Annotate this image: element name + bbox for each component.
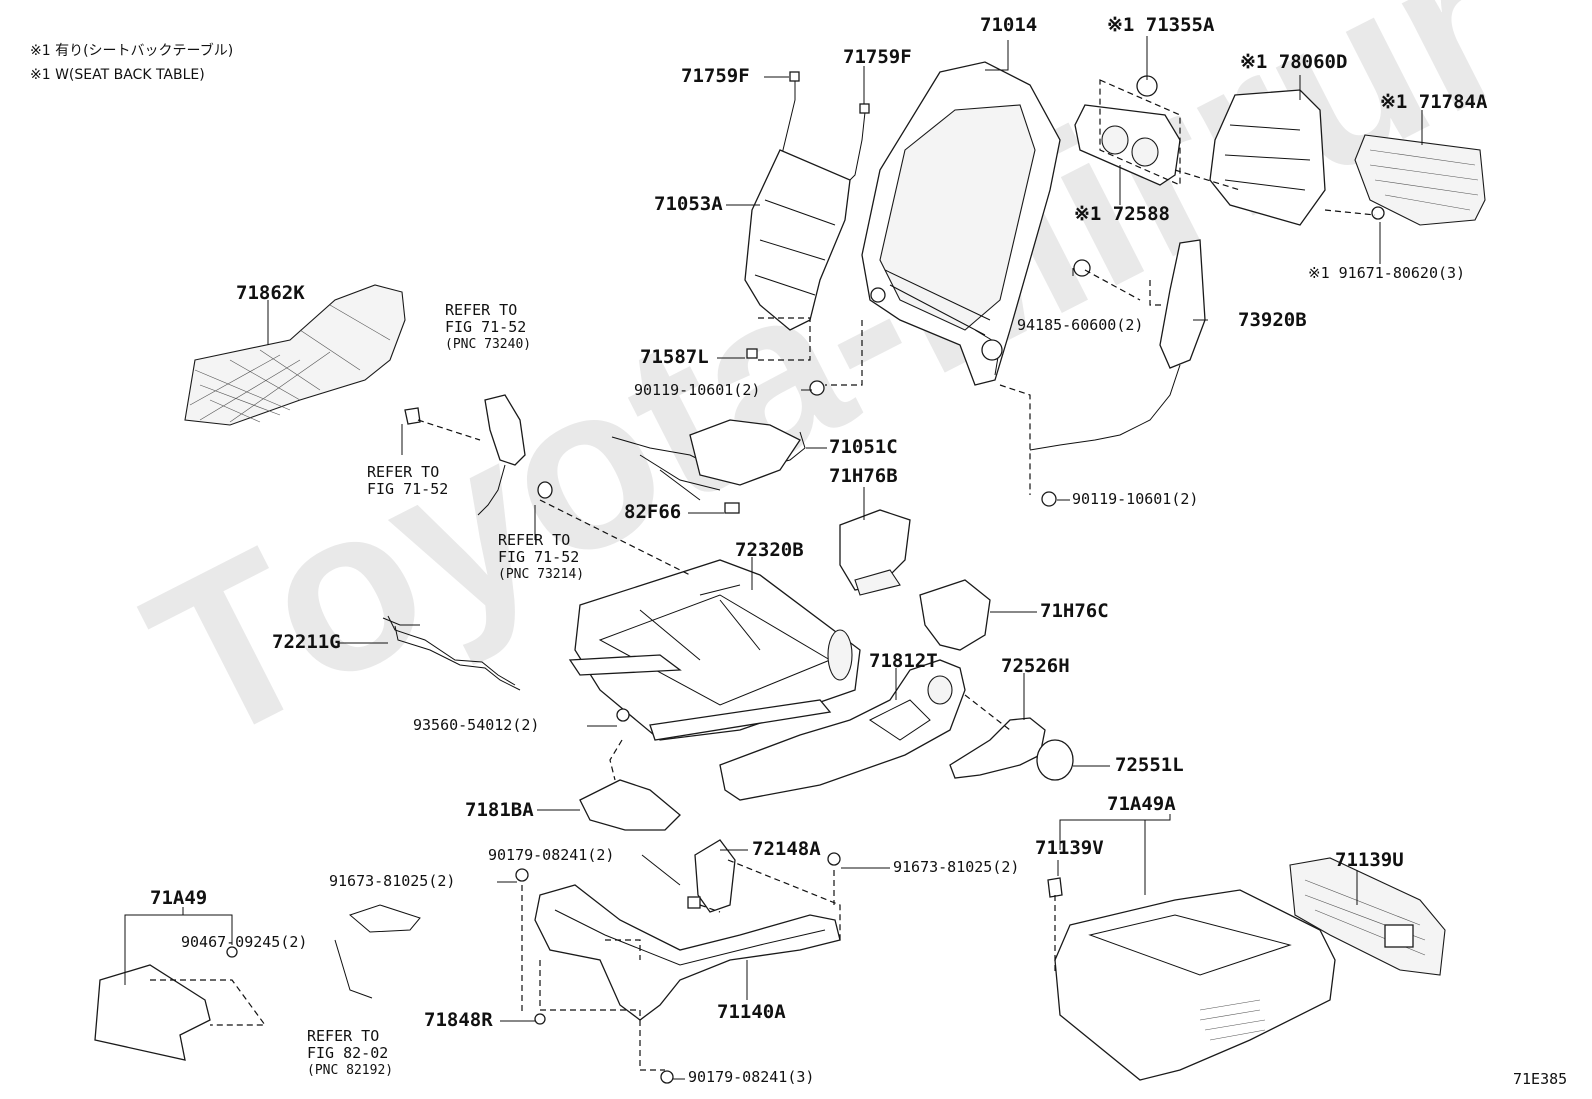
refer-line: FIG 82-02	[307, 1044, 389, 1062]
part-label-71355A[interactable]: ※1 71355A	[1107, 14, 1215, 36]
refer-note-fig-71-52-pnc-73214[interactable]: REFER TO FIG 71-52 (PNC 73214)	[498, 532, 584, 583]
refer-note-fig-71-52-pnc-73240[interactable]: REFER TO FIG 71-52 (PNC 73240)	[445, 302, 531, 353]
refer-line: (PNC 73240)	[445, 337, 532, 352]
leader-lines	[124, 36, 1423, 1080]
side-shield-71812T-drawing	[719, 659, 966, 801]
part-label-71587L[interactable]: 71587L	[640, 346, 709, 368]
part-label-78060D[interactable]: ※1 78060D	[1240, 51, 1348, 73]
bracket-7181BA-drawing	[579, 708, 681, 831]
refer-note-fig-82-02-pnc-82192[interactable]: REFER TO FIG 82-02 (PNC 82192)	[307, 1028, 393, 1079]
part-label-91673-81025-right[interactable]: 91673-81025(2)	[893, 858, 1020, 876]
part-label-91671-80620[interactable]: ※1 91671-80620(3)	[1308, 264, 1466, 282]
refer-line: FIG 71-52	[367, 480, 449, 498]
part-label-71A49[interactable]: 71A49	[150, 887, 208, 909]
refer-line: (PNC 82192)	[307, 1063, 394, 1078]
cover-71862K-drawing	[184, 284, 406, 426]
refer-line: REFER TO	[445, 301, 518, 319]
part-label-71862K[interactable]: 71862K	[236, 282, 305, 304]
part-label-93560-54012[interactable]: 93560-54012(2)	[413, 716, 540, 734]
part-label-71139V[interactable]: 71139V	[1035, 837, 1104, 859]
part-label-71139U[interactable]: 71139U	[1335, 849, 1404, 871]
refer-line: FIG 71-52	[445, 318, 527, 336]
refer-note-fig-71-52[interactable]: REFER TO FIG 71-52	[367, 464, 448, 498]
bracket-72148A-drawing	[687, 839, 736, 913]
buckle-drawing	[404, 394, 553, 516]
cushion-frame-drawing	[568, 559, 861, 741]
harness-71051C-drawing	[611, 419, 806, 514]
part-label-71H76C[interactable]: 71H76C	[1040, 600, 1109, 622]
part-label-90179-08241-lower[interactable]: 90179-08241(3)	[688, 1068, 815, 1086]
seat-back-table-drawing	[1074, 75, 1486, 226]
airbag-73920B-drawing	[1029, 239, 1206, 451]
part-label-90119-10601-upper[interactable]: 90119-10601(2)	[634, 381, 761, 399]
part-label-72148A[interactable]: 72148A	[752, 838, 821, 860]
part-label-71759F-right[interactable]: 71759F	[843, 46, 912, 68]
part-label-73920B[interactable]: 73920B	[1238, 309, 1307, 331]
frame-wire-drawing	[744, 71, 870, 359]
part-label-71784A[interactable]: ※1 71784A	[1380, 91, 1488, 113]
base-frame-71140A-drawing	[534, 884, 841, 1021]
cover-71139U-drawing	[1289, 857, 1446, 976]
part-label-71759F-left[interactable]: 71759F	[681, 65, 750, 87]
knob-drawing	[949, 717, 1074, 781]
refer-line: FIG 71-52	[498, 548, 580, 566]
part-label-72320B[interactable]: 72320B	[735, 539, 804, 561]
part-label-90467-09245[interactable]: 90467-09245(2)	[181, 933, 308, 951]
refer-line: (PNC 73214)	[498, 567, 585, 582]
part-label-90179-08241-upper[interactable]: 90179-08241(2)	[488, 846, 615, 864]
rod-72211G-drawing	[382, 615, 521, 691]
part-label-71A49A[interactable]: 71A49A	[1107, 793, 1176, 815]
part-label-90119-10601-lower[interactable]: 90119-10601(2)	[1072, 490, 1199, 508]
part-label-94185-60600[interactable]: 94185-60600(2)	[1017, 316, 1144, 334]
part-label-72526H[interactable]: 72526H	[1001, 655, 1070, 677]
part-label-71H76B[interactable]: 71H76B	[829, 465, 898, 487]
part-label-82F66[interactable]: 82F66	[624, 501, 682, 523]
part-label-71053A[interactable]: 71053A	[654, 193, 723, 215]
note-line-2: ※1 W(SEAT BACK TABLE)	[30, 67, 205, 83]
part-label-71848R[interactable]: 71848R	[424, 1009, 493, 1031]
part-label-72551L[interactable]: 72551L	[1115, 754, 1184, 776]
fasteners-drawing	[226, 380, 1057, 1084]
part-label-72588[interactable]: ※1 72588	[1074, 203, 1170, 225]
part-label-91673-81025-left[interactable]: 91673-81025(2)	[329, 872, 456, 890]
cover-71A49A-drawing	[1047, 877, 1336, 1081]
refer-line: REFER TO	[498, 531, 571, 549]
part-label-71014[interactable]: 71014	[980, 14, 1038, 36]
part-label-7181BA[interactable]: 7181BA	[465, 799, 534, 821]
part-label-71051C[interactable]: 71051C	[829, 436, 898, 458]
part-label-72211G[interactable]: 72211G	[272, 631, 341, 653]
part-label-71140A[interactable]: 71140A	[717, 1001, 786, 1023]
figure-code: 71E385	[1513, 1070, 1568, 1088]
seat-back-frame-drawing	[861, 61, 1061, 386]
plate-71A49-drawing	[94, 904, 421, 1061]
assembly-lines	[150, 79, 1376, 1071]
refer-line: REFER TO	[367, 463, 440, 481]
note-line-1: ※1 有り(シートバックテーブル)	[30, 43, 234, 59]
part-label-71812T[interactable]: 71812T	[869, 650, 938, 672]
shield-drawing	[839, 509, 991, 651]
refer-line: REFER TO	[307, 1027, 380, 1045]
